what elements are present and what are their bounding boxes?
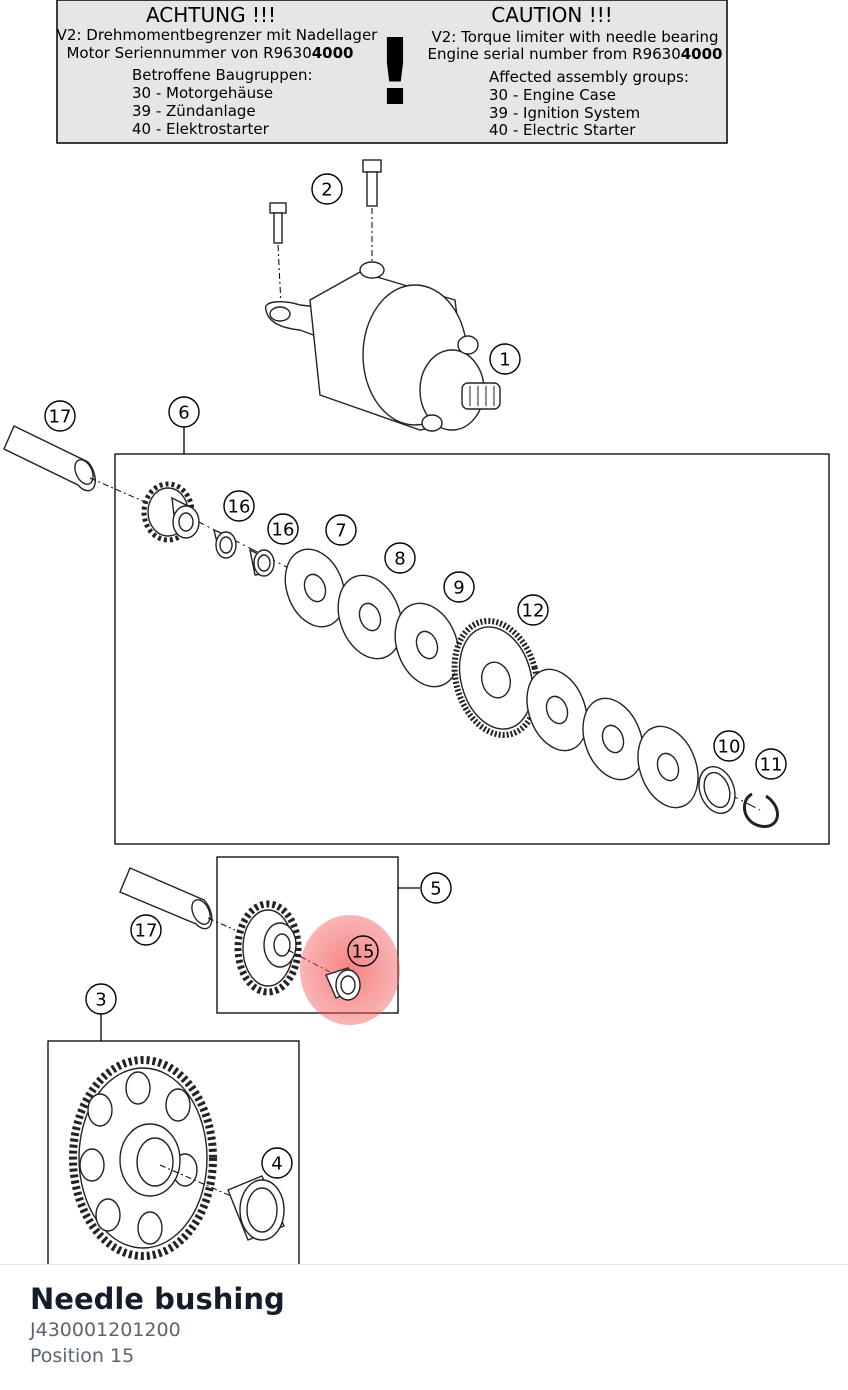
warning-group-de-39: 39 - Zündanlage [132, 102, 256, 120]
svg-text:10: 10 [718, 737, 741, 758]
part-name: Needle bushing [30, 1282, 285, 1316]
svg-text:6: 6 [178, 403, 189, 424]
callout-16a: 16 [223, 490, 255, 522]
svg-text:11: 11 [760, 755, 783, 776]
svg-text:8: 8 [394, 549, 405, 570]
warning-group-en-40: 40 - Electric Starter [489, 121, 636, 139]
washer-c [637, 725, 699, 809]
part-position: Position 15 [30, 1345, 135, 1367]
circlip-11 [743, 792, 779, 828]
callout-2: 2 [311, 173, 343, 205]
svg-text:7: 7 [335, 521, 346, 542]
svg-text:5: 5 [430, 879, 441, 900]
warning-title-en: CAUTION !!! [491, 3, 613, 27]
needle-bushing-15 [325, 967, 362, 1001]
callout-8: 8 [384, 542, 416, 574]
svg-text:9: 9 [453, 578, 464, 599]
warning-serial-en: Engine serial number from R96304000 [427, 45, 722, 63]
gear-12 [451, 618, 541, 738]
callout-10: 10 [713, 730, 745, 762]
washer-a [526, 668, 588, 752]
svg-text:4: 4 [271, 1154, 282, 1175]
warning-group-en-39: 39 - Ignition System [489, 104, 640, 122]
warning-group-de-40: 40 - Elektrostarter [132, 120, 270, 138]
svg-text:15: 15 [352, 942, 375, 963]
freewheel-gear [141, 481, 200, 543]
svg-text:16: 16 [272, 520, 295, 541]
exclamation-icon: ! [374, 19, 416, 126]
bolt-left [269, 202, 287, 306]
callout-17b: 17 [130, 914, 162, 946]
callout-15: 15 [347, 935, 379, 967]
washer-9 [394, 602, 460, 688]
callout-12: 12 [517, 594, 549, 626]
callout-16b: 16 [267, 513, 299, 545]
svg-text:1: 1 [499, 350, 510, 371]
washer-7 [284, 548, 346, 628]
needle-bearing-16a [212, 528, 237, 559]
svg-text:17: 17 [135, 921, 158, 942]
exploded-parts-diagram: ACHTUNG !!! V2: Drehmomentbegrenzer mit … [3, 0, 830, 1264]
callout-4: 4 [261, 1147, 293, 1179]
callout-3: 3 [85, 983, 117, 1015]
warning-groups-heading-de: Betroffene Baugruppen: [132, 66, 313, 84]
warning-box: ACHTUNG !!! V2: Drehmomentbegrenzer mit … [56, 0, 728, 144]
warning-line1-en: V2: Torque limiter with needle bearing [431, 28, 718, 46]
starter-motor [264, 159, 501, 432]
callout-11: 11 [755, 748, 787, 780]
part-info-footer: Needle bushing J430001201200 Position 15 [0, 1264, 848, 1390]
callout-7: 7 [325, 514, 357, 546]
needle-bearing-16b [249, 548, 275, 577]
warning-title-de: ACHTUNG !!! [146, 3, 276, 27]
svg-text:17: 17 [49, 407, 72, 428]
warning-group-de-30: 30 - Motorgehäuse [132, 84, 273, 102]
warning-groups-heading-en: Affected assembly groups: [489, 68, 689, 86]
svg-text:12: 12 [522, 601, 545, 622]
washer-8 [337, 574, 403, 660]
warning-serial-de: Motor Seriennummer von R96304000 [66, 44, 353, 62]
bolt-right [362, 159, 382, 268]
callout-6: 6 [168, 396, 200, 428]
assembly-frame-5 [216, 856, 399, 1014]
shaft-17-bottom [119, 867, 236, 931]
assembly-frame-3 [47, 1040, 300, 1264]
gear-5 [234, 900, 331, 996]
bearing-4 [227, 1175, 285, 1241]
svg-text:3: 3 [95, 990, 106, 1011]
washer-b [582, 697, 644, 781]
warning-group-en-30: 30 - Engine Case [489, 86, 616, 104]
assembly-frame-6 [114, 453, 830, 845]
callout-1: 1 [489, 343, 521, 375]
shaft-17-top [3, 425, 146, 503]
callout-5: 5 [420, 872, 452, 904]
part-number: J430001201200 [30, 1319, 181, 1341]
gear-3 [69, 1056, 241, 1260]
svg-text:2: 2 [321, 180, 332, 201]
ring-10 [698, 766, 736, 814]
callout-17a: 17 [44, 400, 76, 432]
warning-line1-de: V2: Drehmomentbegrenzer mit Nadellager [57, 26, 379, 44]
callout-9: 9 [443, 571, 475, 603]
svg-text:16: 16 [228, 497, 251, 518]
